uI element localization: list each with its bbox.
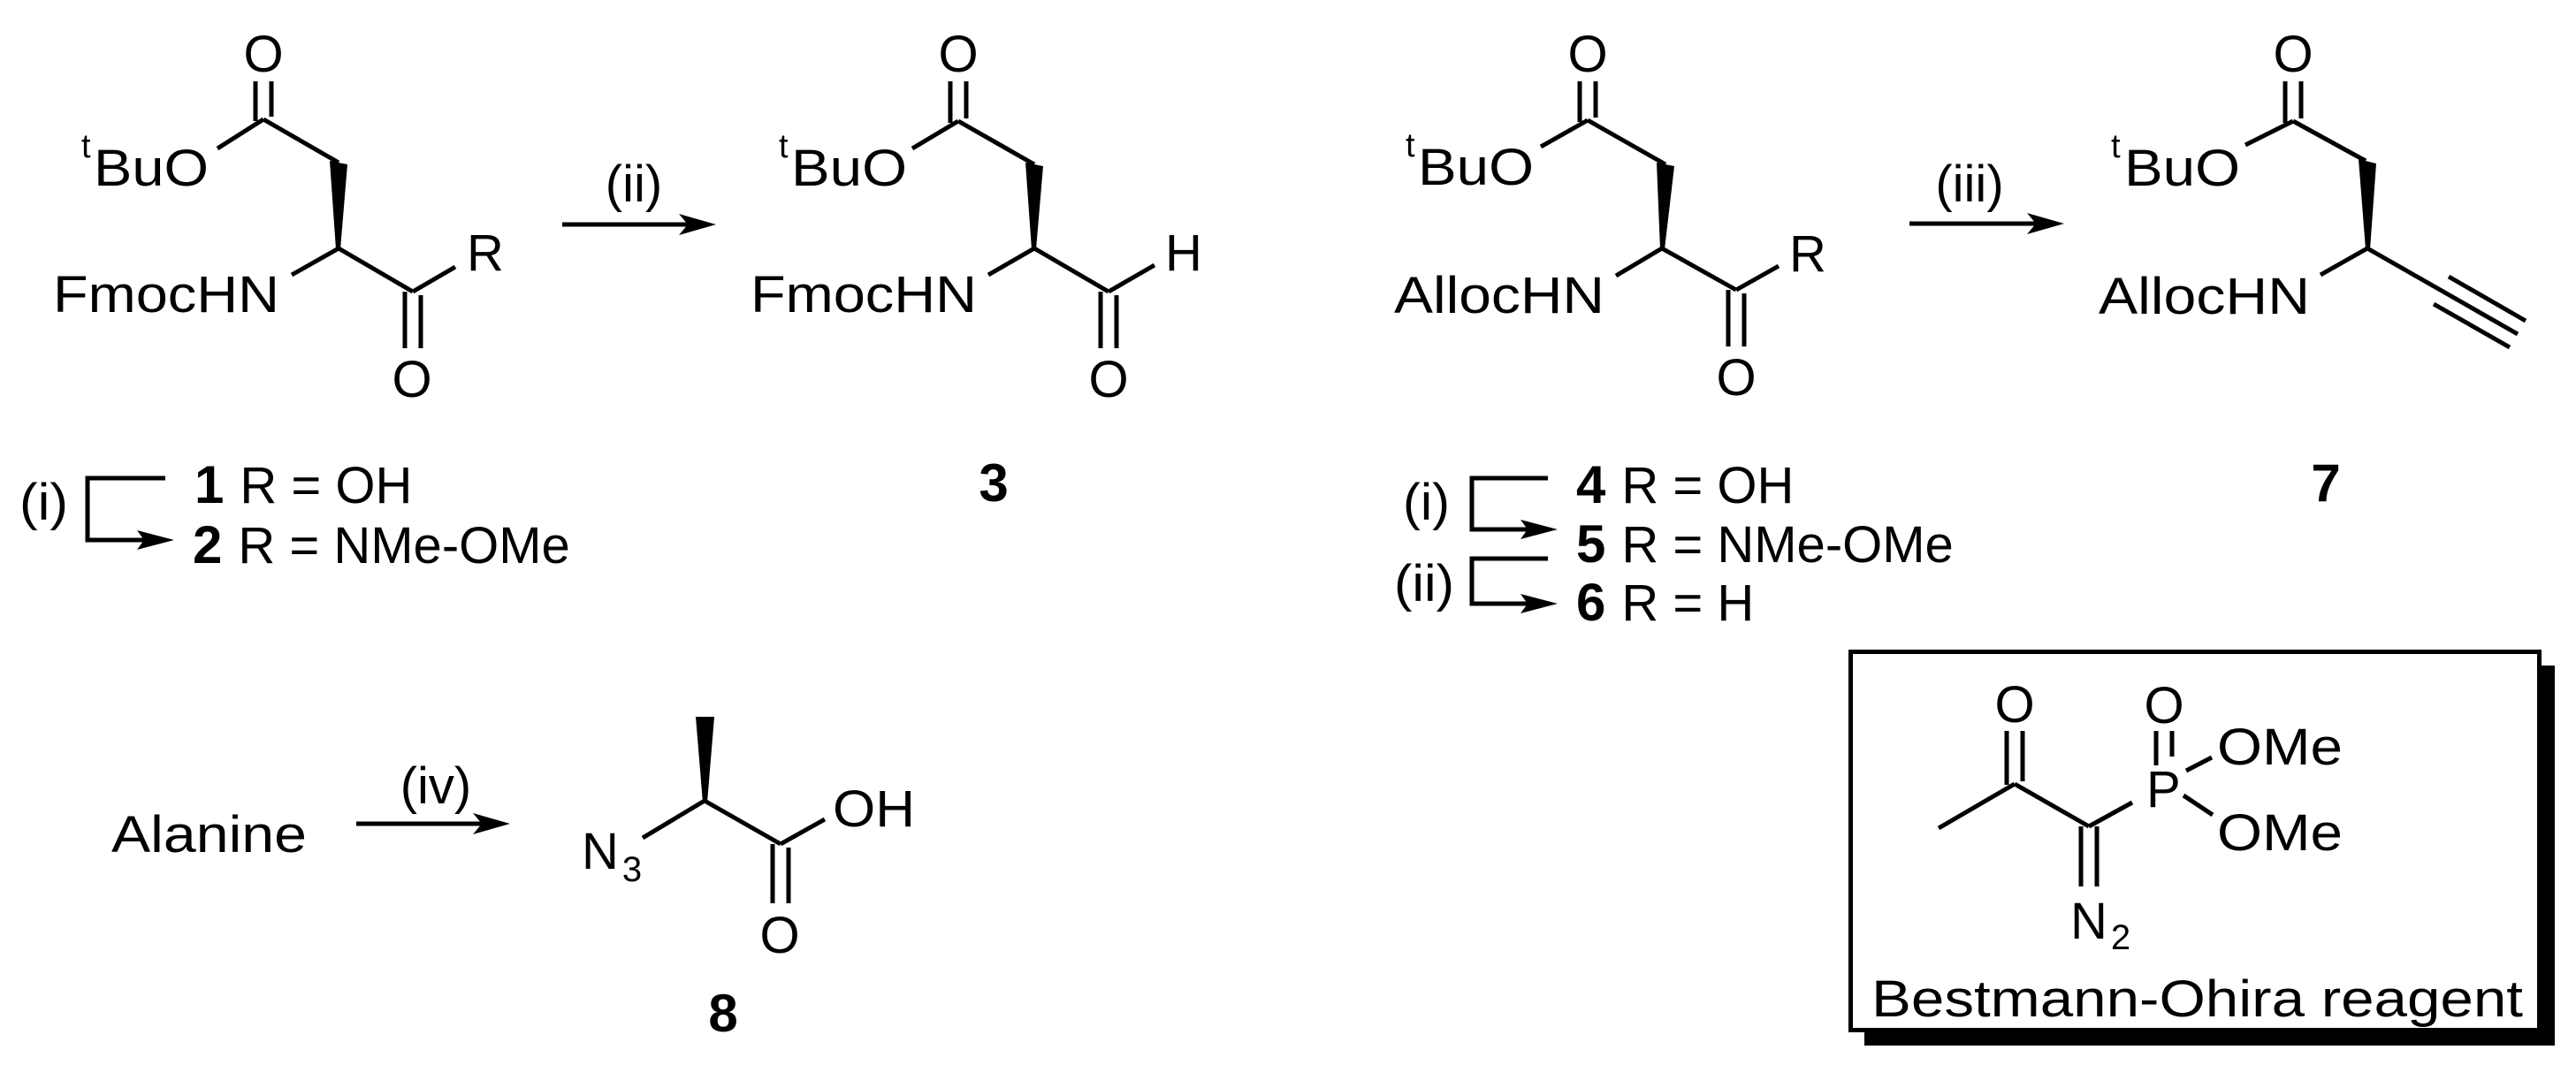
stereo-wedge	[2359, 159, 2376, 249]
alkyne-bond	[2366, 246, 2519, 337]
entry-6: 6 R = H	[1576, 573, 1754, 632]
reaction-arrow-iii: (iii)	[1909, 156, 2064, 234]
phosphonate-o: O	[2144, 677, 2184, 734]
carbonyl-top-o: O	[243, 26, 283, 83]
alanine-to-8: Alanine (iv)	[111, 757, 510, 863]
compound-4-6: O t BuO AllocHN R O (i) (ii) 4 R = OH 5	[1394, 26, 1954, 632]
box-frame	[1848, 650, 2542, 1032]
carbonyl-bottom-o: O	[1088, 351, 1128, 408]
tbuo-group: t BuO	[779, 128, 907, 197]
bracket-arrowhead	[1520, 594, 1558, 613]
r-label: R	[1789, 225, 1826, 283]
compound-3: O t BuO FmocHN H O 3	[751, 26, 1202, 513]
compound-1-2: O t BuO FmocHN R O (i) 1 R = OH 2 R = NM…	[19, 26, 570, 574]
r-label: R	[467, 224, 504, 282]
azide-group: N 3	[582, 823, 642, 889]
carbonyl-bottom-o: O	[1716, 349, 1756, 407]
compound-number-3: 3	[979, 453, 1008, 513]
diazo-group: N 2	[2070, 893, 2130, 957]
compound-number-7: 7	[2311, 453, 2340, 513]
arrowhead	[2027, 213, 2064, 234]
bracket-arrowhead	[1520, 520, 1558, 539]
tbuo-group: t BuO	[2111, 128, 2240, 197]
phosphorus: P	[2146, 761, 2181, 818]
ketone-o: O	[1994, 676, 2034, 734]
carbonyl-top-o: O	[1567, 26, 1607, 83]
compound-8: N 3 OH O 8	[582, 717, 915, 1043]
reaction-arrow-ii: (ii)	[562, 156, 716, 235]
stereo-wedge	[330, 161, 347, 249]
stereo-wedge	[1657, 163, 1674, 249]
aldehyde-h: H	[1165, 224, 1202, 282]
alanine-label: Alanine	[111, 806, 307, 863]
allochn-group: AllocHN	[2099, 268, 2310, 325]
acid-oh: OH	[833, 780, 915, 838]
carbonyl-bottom-o: O	[392, 351, 431, 408]
methoxy-2: OMe	[2217, 804, 2343, 862]
entry-4: 4 R = OH	[1576, 455, 1794, 514]
compound-number-8: 8	[708, 984, 737, 1043]
entry-5: 5 R = NMe-OMe	[1576, 514, 1954, 574]
arrow-label-iii: (iii)	[1935, 156, 2003, 213]
entry-2: 2 R = NMe-OMe	[193, 515, 570, 574]
arrowhead	[473, 813, 510, 834]
step-label-ii: (ii)	[1394, 555, 1454, 612]
stereo-wedge	[1025, 163, 1043, 249]
tbuo-group: t BuO	[1406, 127, 1534, 196]
bestmann-ohira-reagent-box: O N 2 P O OMe OMe Bestmann-Ohira reagent	[1848, 650, 2555, 1046]
bracket-arrowhead	[137, 530, 174, 550]
fmochn-group: FmocHN	[751, 266, 977, 323]
step-label-i: (i)	[1403, 474, 1450, 531]
allochn-group: AllocHN	[1394, 267, 1604, 324]
fmochn-group: FmocHN	[53, 266, 279, 323]
entry-1: 1 R = OH	[194, 455, 412, 514]
arrowhead	[679, 214, 716, 235]
step-label-i: (i)	[19, 474, 68, 531]
compound-7: O t BuO AllocHN 7	[2099, 26, 2527, 513]
reagent-caption: Bestmann-Ohira reagent	[1871, 970, 2523, 1028]
tbuo-group: t BuO	[81, 128, 209, 197]
arrow-label-iv: (iv)	[400, 757, 472, 815]
carbonyl-o: O	[759, 907, 799, 964]
carbonyl-top-o: O	[2273, 26, 2313, 83]
methoxy-1: OMe	[2217, 719, 2343, 776]
carbonyl-top-o: O	[938, 26, 978, 83]
arrow-label-ii: (ii)	[606, 156, 662, 213]
stereo-wedge	[696, 717, 714, 803]
